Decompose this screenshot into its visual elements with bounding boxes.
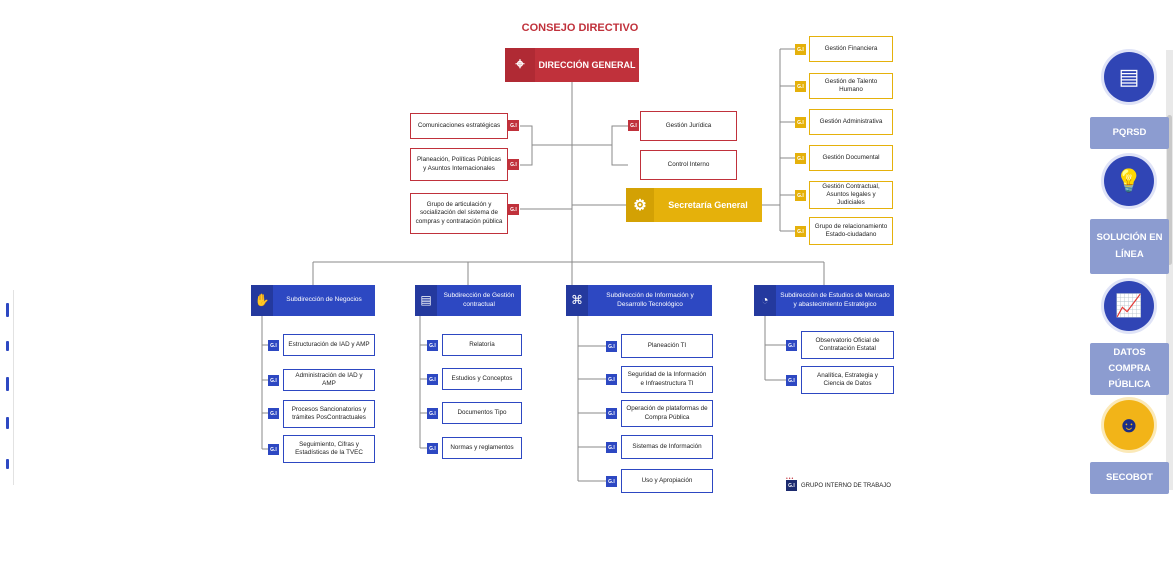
gi-tag: G.I: [427, 443, 438, 454]
left-edge-mark: [6, 303, 9, 317]
group-box: Relatoría: [442, 334, 522, 356]
subdireccion-box: ✋ Subdirección de Negocios: [251, 285, 375, 316]
secretaria-general-box: ⚙ Secretaría General: [626, 188, 762, 222]
secretaria-general-label: Secretaría General: [668, 200, 748, 210]
unit-box: Gestión Financiera: [809, 36, 893, 62]
gi-tag: G.I: [795, 81, 806, 92]
subdireccion-box: ▤ Subdirección de Gestión contractual: [415, 285, 521, 316]
gi-tag: G.I: [427, 408, 438, 419]
gi-tag: G.I: [508, 120, 519, 131]
gi-tag: G.I: [427, 340, 438, 351]
group-box: Analítica, Estrategia y Ciencia de Datos: [801, 366, 894, 394]
gear-people-icon: ⚙: [626, 188, 654, 222]
gi-tag: G.I: [795, 117, 806, 128]
gi-tag: G.I: [606, 408, 617, 419]
unit-box: Gestión Jurídica: [640, 111, 737, 141]
left-edge-mark: [6, 459, 9, 469]
gi-tag: G.I: [628, 120, 639, 131]
subdireccion-label: Subdirección de Negocios: [286, 296, 362, 304]
group-box: Uso y Apropiación: [621, 469, 713, 493]
pqrsd-button[interactable]: PQRSD: [1090, 117, 1169, 149]
unit-box: Grupo de relacionamiento Estado-ciudadan…: [809, 217, 893, 245]
gi-tag: G.I: [268, 408, 279, 419]
subdireccion-label: Subdirección de Estudios de Mercado y ab…: [780, 292, 890, 308]
legend-dots-icon: •••: [786, 476, 795, 482]
unit-box: Comunicaciones estratégicas: [410, 113, 508, 139]
group-box: Normas y reglamentos: [442, 437, 522, 459]
unit-box: Planeación, Políticas Públicas y Asuntos…: [410, 148, 508, 181]
subdireccion-label: Subdirección de Gestión contractual: [443, 292, 515, 308]
left-panel-edge: [0, 290, 14, 485]
gi-tag: G.I: [268, 340, 279, 351]
unit-box: Control Interno: [640, 150, 737, 180]
gi-tag: G.I: [795, 44, 806, 55]
datos-compra-publica-button[interactable]: DATOS COMPRA PÚBLICA: [1090, 343, 1169, 395]
chart-title: CONSEJO DIRECTIVO: [521, 22, 639, 34]
unit-box: Gestión Contractual, Asuntos legales y J…: [809, 181, 893, 209]
unit-box: Gestión Administrativa: [809, 109, 893, 135]
group-box: Procesos Sancionatorios y trámites PosCo…: [283, 400, 375, 428]
gi-tag: G.I: [786, 340, 797, 351]
robot-icon[interactable]: ☻: [1104, 400, 1154, 450]
legend-gi-tag: G.I: [786, 480, 797, 491]
group-box: Operación de plataformas de Compra Públi…: [621, 400, 713, 427]
direccion-general-box: ⌖ DIRECCIÓN GENERAL: [505, 48, 639, 82]
solucion-en-linea-button[interactable]: SOLUCIÓN EN LÍNEA: [1090, 219, 1169, 274]
gi-tag: G.I: [606, 476, 617, 487]
subdireccion-box: ⌘ Subdirección de Información y Desarrol…: [566, 285, 712, 316]
gi-tag: G.I: [795, 226, 806, 237]
gi-tag: G.I: [606, 374, 617, 385]
group-box: Documentos Tipo: [442, 402, 522, 424]
subdireccion-box: ◔ Subdirección de Estudios de Mercado y …: [754, 285, 894, 316]
legend: ••• G.I GRUPO INTERNO DE TRABAJO: [786, 476, 891, 491]
unit-box: Grupo de articulación y socialización de…: [410, 193, 508, 234]
gi-tag: G.I: [795, 190, 806, 201]
gi-tag: G.I: [786, 375, 797, 386]
left-edge-mark: [6, 417, 9, 429]
group-box: Administración de IAD y AMP: [283, 369, 375, 391]
gi-tag: G.I: [606, 442, 617, 453]
lightbulb-icon[interactable]: 💡: [1104, 156, 1154, 206]
gi-tag: G.I: [795, 153, 806, 164]
gi-tag: G.I: [606, 341, 617, 352]
group-box: Seguimiento, Cifras y Estadísticas de la…: [283, 435, 375, 463]
scrollbar-thumb[interactable]: [1167, 115, 1172, 265]
gi-tag: G.I: [508, 204, 519, 215]
gi-tag: G.I: [268, 444, 279, 455]
market-study-icon: ◔: [754, 285, 776, 316]
group-box: Planeación TI: [621, 334, 713, 358]
gi-tag: G.I: [427, 374, 438, 385]
document-icon[interactable]: ▤: [1104, 52, 1154, 102]
subdireccion-label: Subdirección de Información y Desarrollo…: [606, 292, 694, 308]
unit-box: Gestión de Talento Humano: [809, 73, 893, 99]
group-box: Estudios y Conceptos: [442, 368, 522, 390]
location-people-icon: ⌖: [505, 48, 535, 82]
chart-icon[interactable]: 📈: [1104, 281, 1154, 331]
gi-tag: G.I: [268, 375, 279, 386]
left-edge-mark: [6, 377, 9, 391]
group-box: Estructuración de IAD y AMP: [283, 334, 375, 356]
contract-icon: ▤: [415, 285, 437, 316]
gi-tag: G.I: [508, 159, 519, 170]
group-box: Seguridad de la Información e Infraestru…: [621, 366, 713, 393]
group-box: Observatorio Oficial de Contratación Est…: [801, 331, 894, 359]
unit-box: Gestión Documental: [809, 145, 893, 171]
handshake-icon: ✋: [251, 285, 273, 316]
left-edge-mark: [6, 341, 9, 351]
technology-icon: ⌘: [566, 285, 588, 316]
group-box: Sistemas de Información: [621, 435, 713, 459]
scrollbar-track[interactable]: [1166, 50, 1173, 490]
secobot-button[interactable]: SECOBOT: [1090, 462, 1169, 494]
direccion-general-label: DIRECCIÓN GENERAL: [538, 60, 636, 70]
legend-label: GRUPO INTERNO DE TRABAJO: [801, 482, 891, 489]
